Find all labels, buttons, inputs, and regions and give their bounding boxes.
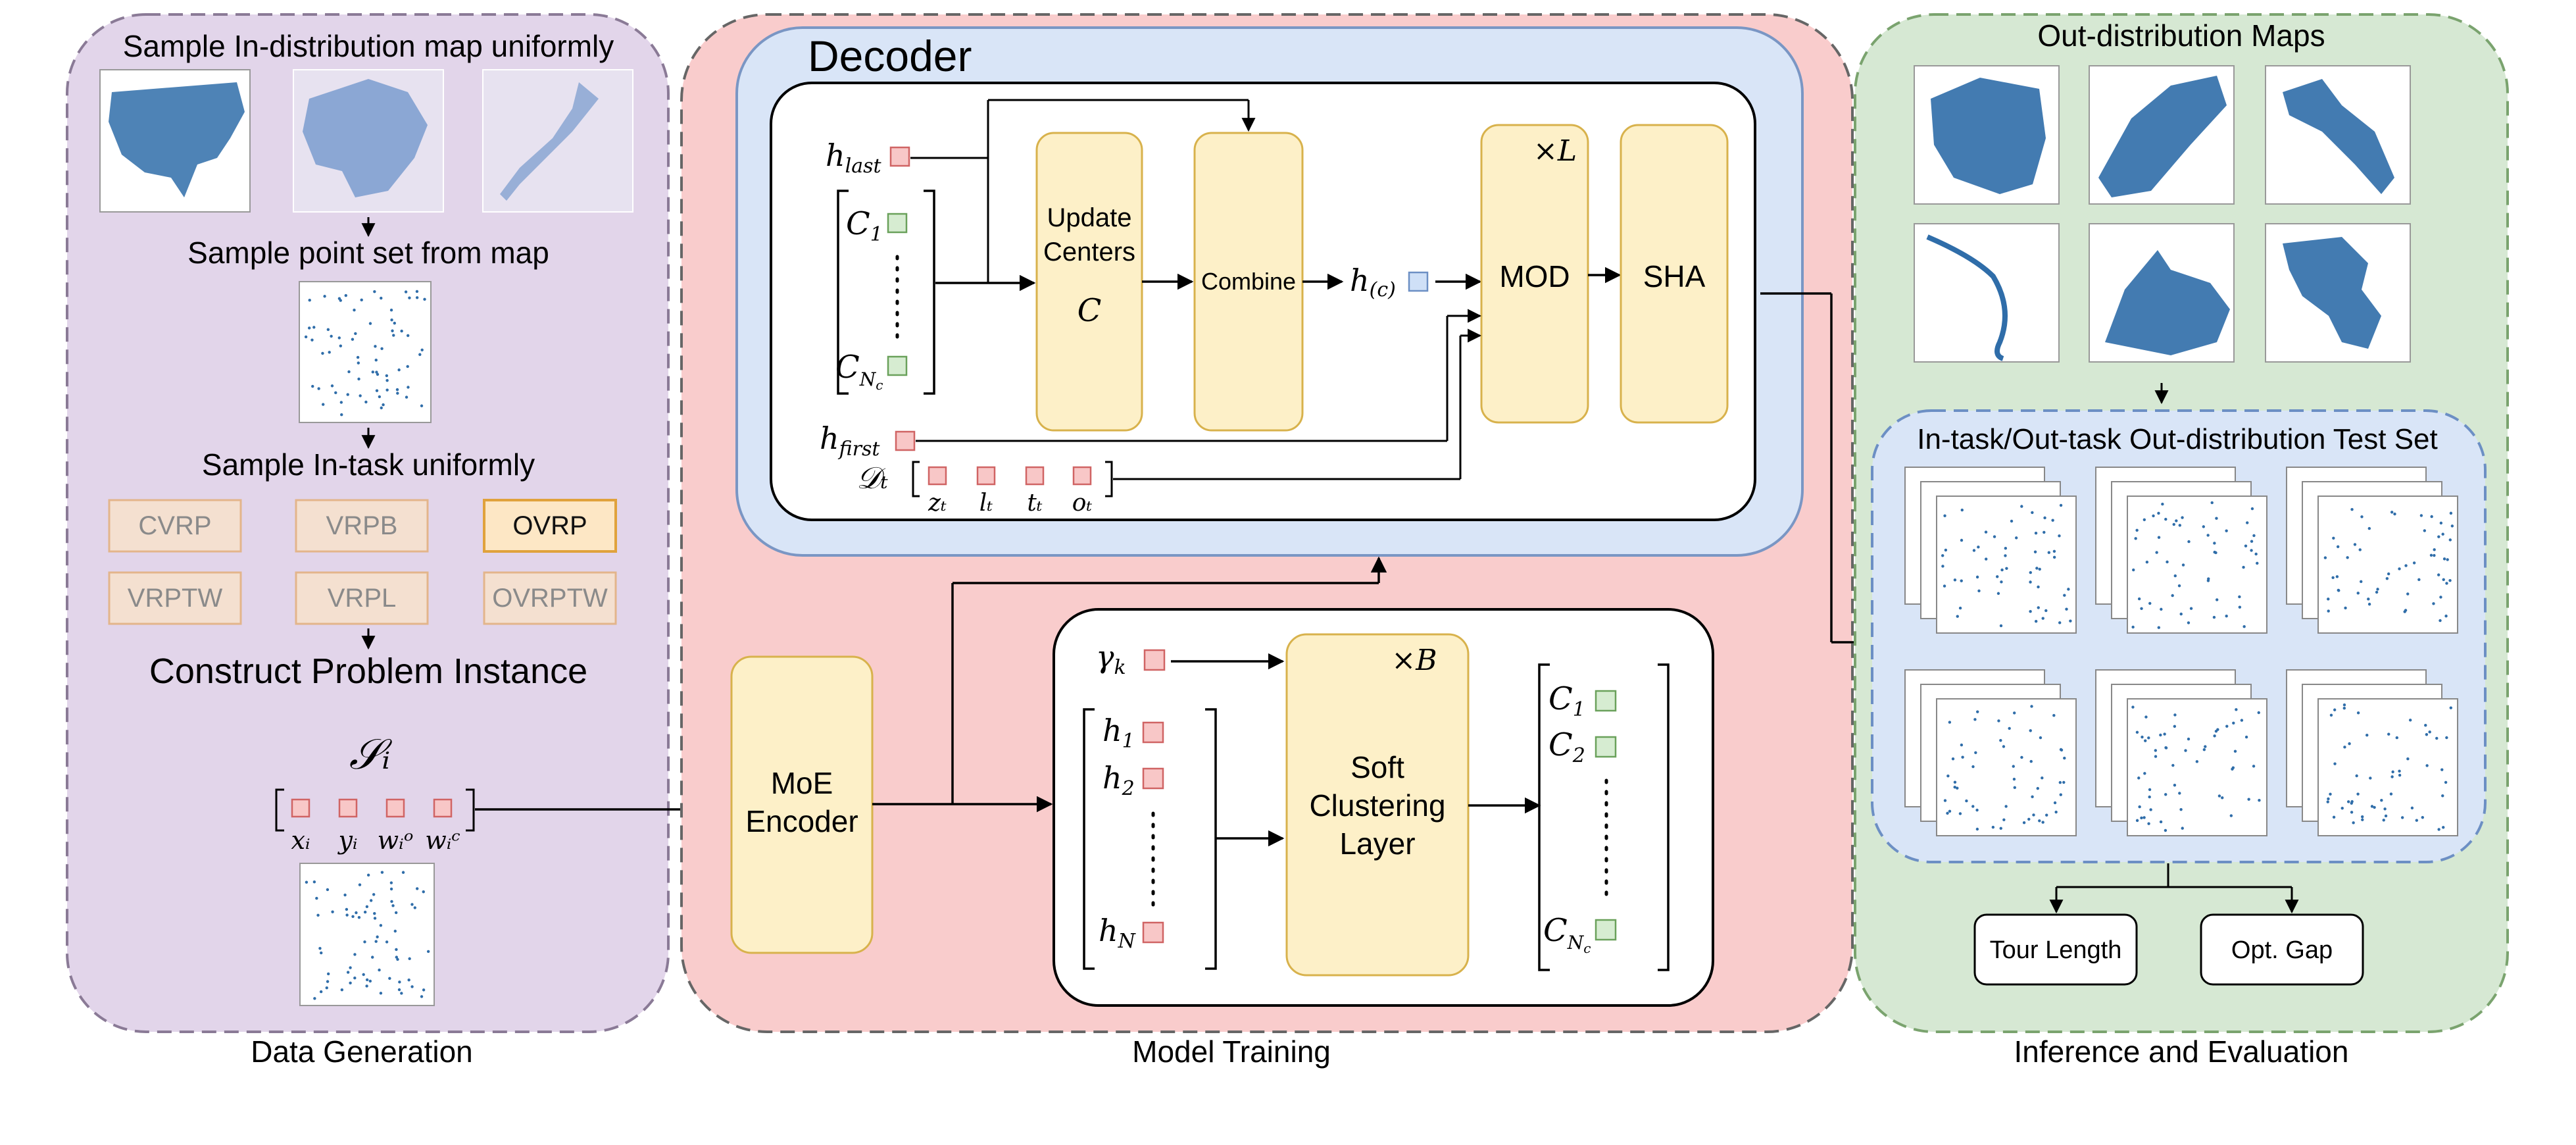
svg-text:Soft: Soft xyxy=(1350,750,1404,784)
svg-text:Layer: Layer xyxy=(1339,827,1415,861)
dg-construct: Construct Problem Instance xyxy=(149,651,587,691)
task-cvrp: CVRP xyxy=(108,499,242,553)
svg-text:OVRP: OVRP xyxy=(512,511,587,540)
decoder-title: Decoder xyxy=(808,32,972,80)
dt-l-square xyxy=(976,466,996,486)
ccn-square xyxy=(1595,919,1617,941)
svg-text:VRPL: VRPL xyxy=(328,584,397,613)
svg-text:MOD: MOD xyxy=(1499,259,1570,293)
svg-text:tₜ: tₜ xyxy=(1027,490,1042,517)
centers-c1-label: C1 xyxy=(846,205,883,246)
svg-text:yᵢ: yᵢ xyxy=(337,826,357,855)
h-first-square xyxy=(895,430,916,451)
model-training-panel: Decoder hlast C1 CNc Update Centers C Co… xyxy=(680,13,1854,1069)
update-centers-box xyxy=(1035,132,1143,432)
hn-square xyxy=(1142,921,1164,944)
dt-z-square xyxy=(928,466,947,486)
cc2-square xyxy=(1595,736,1617,758)
map-japan-image xyxy=(482,69,633,213)
dg-sample-task: Sample In-task uniformly xyxy=(202,447,535,482)
times-l: ×L xyxy=(1533,134,1577,168)
map-usa-image xyxy=(99,69,251,213)
h2-square xyxy=(1142,767,1164,790)
task-vrptw: VRPTW xyxy=(108,571,242,625)
svg-text:Centers: Centers xyxy=(1043,238,1135,267)
instance-point-image xyxy=(299,863,435,1006)
svg-text:xᵢ: xᵢ xyxy=(291,826,310,855)
instance-symbol: 𝒮ᵢ xyxy=(349,730,393,779)
tour-length-box: Tour Length xyxy=(1973,913,2138,986)
sha-box xyxy=(1620,124,1729,424)
data-generation-panel: Sample In-distribution map uniformly Sam… xyxy=(66,13,670,1069)
dt-t-square xyxy=(1025,466,1045,486)
svg-text:Update: Update xyxy=(1047,203,1132,232)
instance-feature-vector: xᵢ yᵢ wᵢᵒ wᵢᶜ xyxy=(275,788,475,855)
svg-text:wᵢᵒ: wᵢᵒ xyxy=(378,826,414,855)
svg-text:C: C xyxy=(1077,292,1102,329)
svg-text:Clustering: Clustering xyxy=(1309,788,1445,823)
point-set-image xyxy=(299,281,432,423)
svg-text:lₜ: lₜ xyxy=(979,490,993,517)
task-ovrptw: OVRPTW xyxy=(483,571,617,625)
dg-caption: Data Generation xyxy=(251,1034,473,1069)
h-c-square xyxy=(1408,271,1429,292)
dg-heading: Sample In-distribution map uniformly xyxy=(123,29,614,63)
centers-c1-square xyxy=(887,213,908,234)
svg-text:oₜ: oₜ xyxy=(1072,490,1093,517)
dg-sample-points: Sample point set from map xyxy=(187,236,549,270)
task-grid: CVRP VRPB OVRP VRPTW VRPL OVRPTW xyxy=(108,499,617,625)
task-vrpl: VRPL xyxy=(295,571,429,625)
centers-cn-square xyxy=(887,355,908,376)
task-ovrp-selected: OVRP xyxy=(483,499,617,553)
h1-square xyxy=(1142,721,1164,744)
gamma-square xyxy=(1143,649,1166,671)
svg-text:Tour Length: Tour Length xyxy=(1990,936,2122,964)
inf-caption: Inference and Evaluation xyxy=(2014,1034,2349,1069)
svg-text:Opt. Gap: Opt. Gap xyxy=(2231,936,2333,964)
inference-panel: Out-distribution Maps In-task/Out-task O… xyxy=(1854,13,2509,1069)
svg-text:zₜ: zₜ xyxy=(928,490,947,517)
mod-box xyxy=(1480,124,1589,424)
inf-heading: Out-distribution Maps xyxy=(2037,18,2325,53)
task-vrpb: VRPB xyxy=(295,499,429,553)
svg-text:CVRP: CVRP xyxy=(138,511,211,540)
dt-label: 𝒟ₜ xyxy=(856,460,888,496)
svg-text:VRPTW: VRPTW xyxy=(128,584,223,613)
gamma-label: γk xyxy=(1096,639,1126,679)
svg-text:OVRPTW: OVRPTW xyxy=(492,584,608,613)
svg-text:Encoder: Encoder xyxy=(745,804,858,838)
test-instance-stacks xyxy=(1904,467,2458,836)
dt-o-square xyxy=(1072,466,1092,486)
svg-text:MoE: MoE xyxy=(771,766,833,800)
opt-gap-box: Opt. Gap xyxy=(2200,913,2364,986)
cc1-square xyxy=(1595,690,1617,712)
out-distribution-maps xyxy=(1914,65,2411,363)
h-last-square xyxy=(889,146,910,167)
test-set-title: In-task/Out-task Out-distribution Test S… xyxy=(1917,423,2438,455)
cc2-label: C2 xyxy=(1548,726,1585,767)
svg-text:wᵢᶜ: wᵢᶜ xyxy=(425,826,460,855)
mt-caption: Model Training xyxy=(1132,1034,1331,1069)
svg-text:SHA: SHA xyxy=(1643,259,1706,293)
times-b: ×B xyxy=(1391,644,1437,677)
h1-label: h1 xyxy=(1102,713,1135,753)
svg-text:Combine: Combine xyxy=(1201,268,1296,295)
map-china-image xyxy=(293,69,444,213)
svg-text:VRPB: VRPB xyxy=(326,511,398,540)
